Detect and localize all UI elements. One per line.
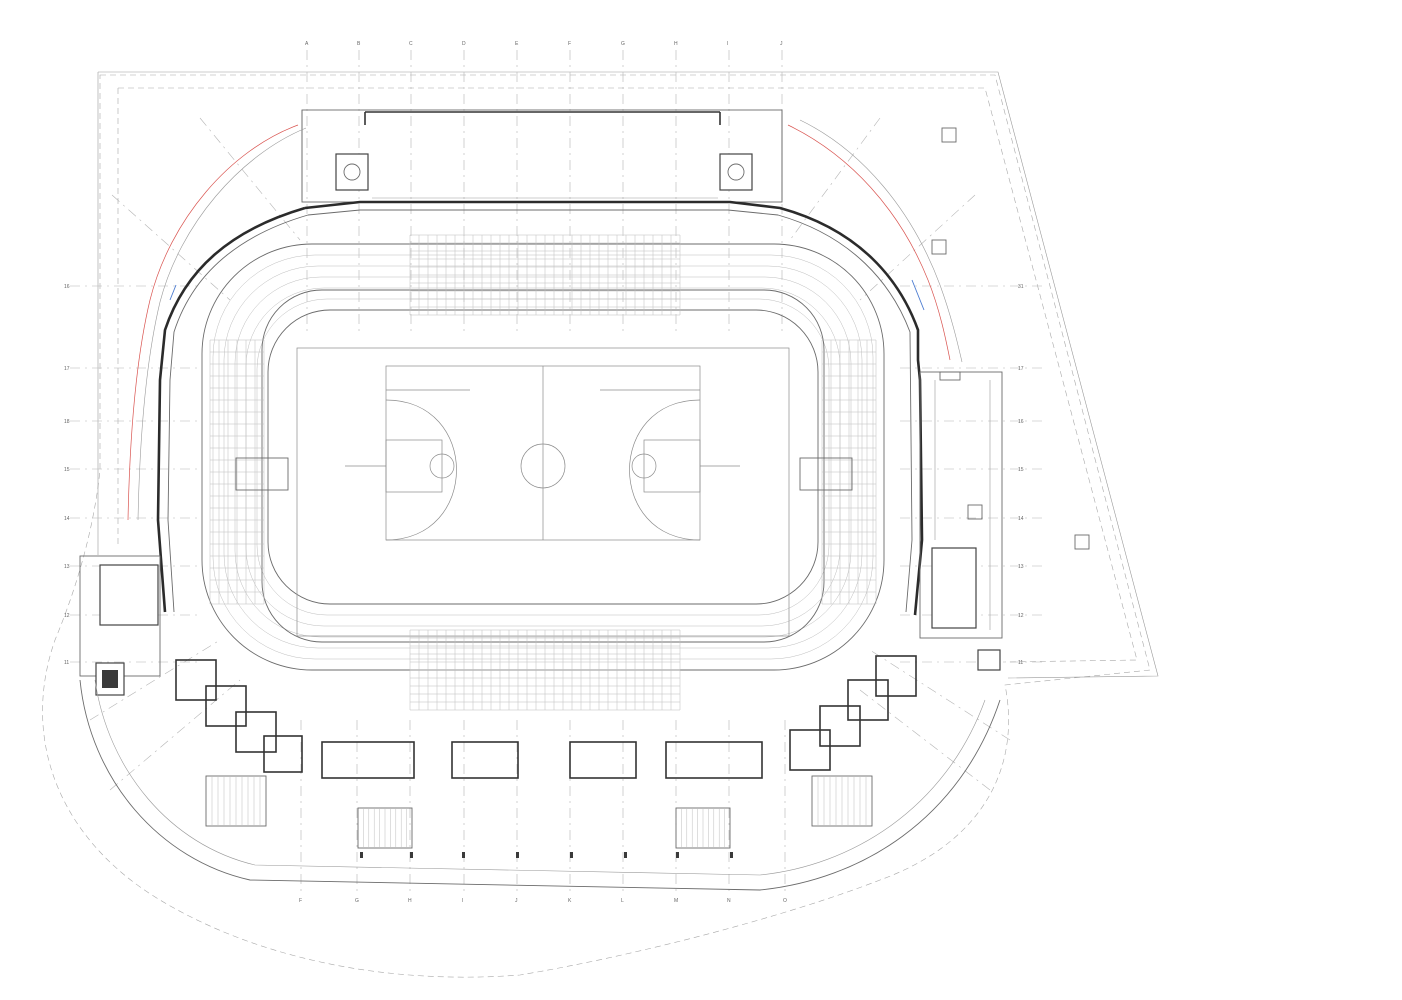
south-room — [451, 741, 519, 779]
grid-label-top: G — [621, 41, 625, 47]
south-room — [789, 729, 831, 771]
roof-marker-3 — [967, 504, 983, 520]
south-concourse-inner — [94, 679, 986, 876]
grid-label-right: 15 — [1018, 467, 1024, 473]
grid-label-bottom: M — [674, 898, 678, 904]
top-grid — [306, 50, 783, 335]
grid-label-bottom: K — [568, 898, 572, 904]
south-room — [321, 741, 415, 779]
column — [516, 852, 519, 858]
radial-grid-line — [199, 117, 301, 241]
grid-label-right: 12 — [1018, 613, 1024, 619]
west-red-line — [127, 124, 299, 521]
column — [676, 852, 679, 858]
grid-label-left: 15 — [64, 467, 70, 473]
south-room — [175, 659, 217, 701]
grid-label-top: C — [409, 41, 413, 47]
grid-label-bottom: I — [462, 898, 463, 904]
basketball-court — [296, 347, 790, 637]
roof-outline — [98, 71, 1159, 679]
column — [730, 852, 733, 858]
grid-label-top: F — [568, 41, 571, 47]
grid-label-right: 13 — [1018, 564, 1024, 570]
column — [570, 852, 573, 858]
seating-tier-ring — [212, 254, 874, 660]
grid-label-left: 13 — [64, 564, 70, 570]
west-blue-line — [169, 284, 177, 301]
west-vomitory — [235, 457, 289, 491]
radial-grid-line — [859, 194, 976, 301]
south-room — [875, 655, 917, 697]
north-entrance-block — [301, 109, 783, 203]
west-annex — [79, 555, 161, 696]
east-curve — [799, 119, 963, 363]
grid-label-left: 18 — [64, 419, 70, 425]
grid-label-top: H — [674, 41, 678, 47]
seating-tier-ring — [267, 309, 819, 605]
grid-label-left: 12 — [64, 613, 70, 619]
grid-label-bottom: J — [515, 898, 518, 904]
column — [360, 852, 363, 858]
grid-label-right: 14 — [1018, 516, 1024, 522]
radial-grid — [89, 117, 1011, 791]
south-room — [263, 735, 303, 773]
grid-label-top: E — [515, 41, 519, 47]
column — [624, 852, 627, 858]
radial-grid-line — [111, 194, 231, 301]
grid-label-left: 11 — [64, 660, 69, 666]
roof-marker-2 — [931, 239, 947, 255]
radial-grid-line — [89, 639, 221, 721]
west-red-line-2 — [137, 127, 307, 521]
south-room — [205, 685, 247, 727]
grid-label-right: 11 — [1018, 660, 1023, 666]
bottom-grid — [70, 285, 1045, 895]
east-blue-line — [911, 279, 925, 311]
grid-label-right: 16 — [1018, 419, 1024, 425]
column — [410, 852, 413, 858]
grid-label-top: I — [727, 41, 728, 47]
grid-label-bottom: L — [621, 898, 624, 904]
outer-bowl-wall — [156, 200, 924, 616]
grid-label-bottom: H — [408, 898, 412, 904]
roof-marker-1 — [941, 127, 957, 143]
south-rooms — [175, 655, 917, 858]
grid-label-top: A — [305, 41, 309, 47]
radial-grid-line — [109, 679, 241, 791]
grid-label-bottom: O — [783, 898, 787, 904]
grid-label-left: 14 — [64, 516, 70, 522]
east-annex — [919, 371, 1003, 671]
south-room — [665, 741, 763, 779]
radial-grid-line — [789, 117, 881, 241]
grid-label-right: 17 — [1018, 366, 1024, 372]
inner-bowl-edge — [261, 289, 825, 643]
east-red-line — [787, 124, 951, 361]
grid-label-bottom: F — [299, 898, 302, 904]
column — [462, 852, 465, 858]
roof-marker-4 — [1074, 534, 1090, 550]
south-room — [819, 705, 861, 747]
south-room — [569, 741, 637, 779]
grid-label-bottom: N — [727, 898, 731, 904]
grid-labels: A B C D E F G H I J F G H I J K L M N O 16 17 18 15 14 13 12 11 31 17… — [64, 41, 1024, 904]
grid-label-top: J — [780, 41, 783, 47]
radial-grid-line — [859, 689, 991, 791]
seating-tier-ring — [234, 276, 852, 638]
seating-tier-ring — [223, 265, 863, 649]
grid-label-top: B — [357, 41, 361, 47]
grid-label-left: 17 — [64, 366, 70, 372]
outer-bowl-wall-2 — [167, 209, 913, 613]
radial-grid-line — [869, 649, 1011, 741]
grid-label-top: D — [462, 41, 466, 47]
grid-label-right: 31 — [1018, 284, 1024, 290]
roof-outline-inner — [118, 87, 1138, 663]
grid-label-left: 16 — [64, 284, 70, 290]
east-vomitory — [799, 457, 853, 491]
seat-blocks — [209, 234, 877, 711]
site-boundary — [42, 74, 1151, 978]
south-room — [847, 679, 889, 721]
south-concourse-outer — [79, 679, 1001, 891]
south-room — [235, 711, 277, 753]
grid-label-bottom: G — [355, 898, 359, 904]
